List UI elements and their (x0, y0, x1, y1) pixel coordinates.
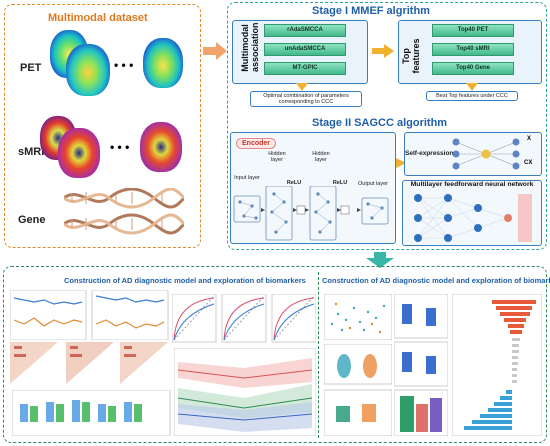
arrow-right-icon (372, 44, 394, 58)
relu-label-1: ReLU (286, 180, 302, 186)
mlp-title: Multilayer feedforward neural network (410, 181, 534, 188)
relu-label-2: ReLU (332, 180, 348, 186)
self-expression-label: Self-expression (405, 150, 454, 157)
pet-label: PET (20, 62, 42, 74)
line-plots-thumbnail (10, 290, 169, 340)
encoder-label: Encoder (236, 138, 277, 149)
multimodal-title: Multimodal dataset (48, 12, 148, 24)
output-layer-label: Output layer (358, 181, 388, 187)
stage1-title: Stage I MMEF algrithm (312, 5, 430, 17)
arrow-down-icon (466, 83, 478, 91)
roc-curves-thumbnail (172, 294, 316, 343)
pet-brain-image-2 (66, 44, 110, 96)
bar-ranking-thumbnail (452, 294, 542, 436)
self-expression-diagram (452, 138, 520, 170)
top-gene: Top40 Gene (432, 62, 514, 75)
smri-brain-image-3 (140, 122, 182, 172)
dna-helix-icon (64, 188, 184, 235)
right-results-title: Construction of AD diagnostic model and … (322, 276, 550, 285)
pet-ellipsis: • • • (114, 58, 134, 72)
boxplots-thumbnail (12, 390, 171, 436)
cx-label: CX (524, 160, 533, 166)
hidden-layer-label-2: Hidden layer (312, 151, 330, 163)
top-features-result: Best Top features under CCC (426, 91, 518, 101)
x-label: X (527, 136, 532, 142)
stage-panel (227, 2, 547, 250)
top-pet: Top40 PET (432, 24, 514, 37)
method-mt-gpic: MT-GPIC (264, 62, 346, 75)
arrow-down-icon (296, 83, 308, 91)
stage2-title: Stage II SAGCC algorithm (312, 117, 448, 129)
hidden-layer-label-1: Hidden layer (268, 151, 286, 163)
arrow-right-icon (396, 158, 406, 168)
smri-brain-image-2 (58, 128, 100, 178)
left-results-title: Construction of AD diagnostic model and … (64, 276, 306, 285)
heatmap-thumbnail (10, 342, 168, 384)
encoder-box (230, 132, 396, 244)
method-radasmcca: rAdaSMCCA (264, 24, 346, 37)
top-smri: Top40 sMRI (432, 43, 514, 56)
scatter-thumbnail (324, 294, 392, 340)
violin-thumbnail (324, 344, 392, 436)
multimodal-association-label: Multimodal association (240, 22, 260, 72)
method-unadasmcca: unAdaSMCCA (264, 43, 346, 56)
multimodal-panel (4, 4, 201, 248)
performance-lines-thumbnail (174, 348, 316, 436)
results-panel (3, 266, 547, 443)
association-result: Optimal combination of parameters corres… (250, 91, 362, 107)
mlp-diagram (414, 194, 532, 242)
gene-label: Gene (18, 214, 46, 226)
graph-encoder-diagram (233, 186, 389, 241)
smri-ellipsis: • • • (110, 140, 130, 154)
pet-brain-image-3 (143, 38, 183, 88)
boxplot-grid-thumbnail (394, 294, 448, 436)
panel-divider (318, 272, 319, 438)
arrow-right-icon (203, 42, 227, 60)
input-layer-label: Input layer (234, 175, 260, 181)
top-features-label: Top features (401, 38, 421, 74)
smri-label: sMRI (18, 146, 45, 158)
arrow-down-icon (366, 252, 394, 268)
